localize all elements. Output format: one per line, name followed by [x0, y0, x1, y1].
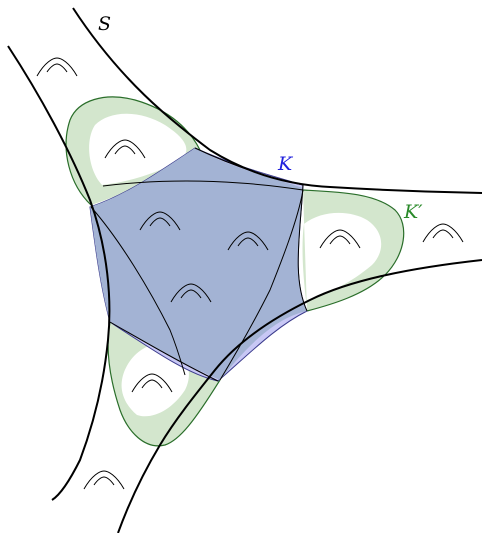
handle-icon: [319, 229, 361, 249]
k-bottom-edge: [109, 321, 219, 382]
k-prime-outline-top-left: [65, 96, 201, 206]
surface-boundary-right: [117, 259, 482, 533]
handle-icon: [227, 231, 269, 251]
surface-boundary-left: [7, 45, 111, 501]
k-prime-shell-right: [302, 190, 404, 311]
k-prime-shell-bottom: [108, 322, 220, 446]
k-prime-shell-top-left: [66, 96, 200, 205]
handle-icon: [36, 57, 78, 77]
handle-icon: [139, 211, 181, 231]
handle-icon: [170, 283, 212, 303]
handle-icon: [83, 470, 125, 490]
k-prime-outline-right: [302, 189, 405, 312]
k-inner-arc-right: [219, 189, 304, 381]
handle-icon: [131, 373, 173, 393]
k-right-edge: [297, 184, 308, 312]
handle-icon: [422, 223, 464, 243]
k-prime-outline-bottom: [107, 321, 221, 447]
k-inner-arc-left: [90, 206, 186, 376]
label-region-k-prime: K′: [403, 201, 423, 223]
handle-icon: [104, 139, 146, 159]
k-inner-arc-top: [102, 180, 304, 191]
label-region-k: K: [277, 153, 294, 175]
label-surface-s: S: [98, 13, 111, 35]
surface-boundary-top: [72, 7, 482, 194]
